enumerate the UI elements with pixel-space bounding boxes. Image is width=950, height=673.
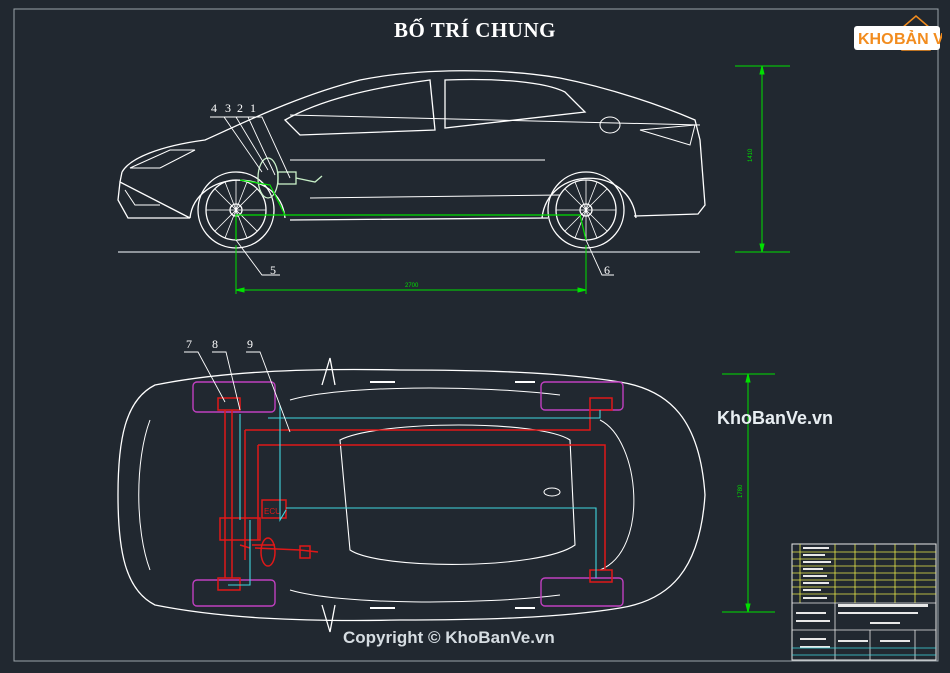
- width-value: 1780: [738, 484, 744, 498]
- drawing-frame: [13, 8, 939, 662]
- width-dimension: [722, 373, 775, 613]
- ecu-box: [261, 499, 287, 519]
- logo-prefix: KHO: [858, 31, 894, 48]
- rear-wheel-arch: [541, 177, 637, 219]
- top-leaders: [184, 351, 291, 433]
- part-number-7: 7: [186, 337, 192, 351]
- part-number-5: 5: [270, 263, 276, 277]
- brake-booster-side: [257, 157, 323, 199]
- part-number-1: 1: [250, 101, 256, 115]
- part-number-2: 2: [237, 101, 243, 115]
- height-dimension: [735, 65, 790, 253]
- watermark-text: KhoBanVe.vn: [717, 408, 834, 428]
- rear-wheel: [547, 171, 625, 249]
- wheel-box-front-right: [192, 579, 276, 607]
- wheelbase-dimension: [235, 245, 587, 294]
- part-number-8: 8: [212, 337, 218, 351]
- mirror-left: [321, 357, 336, 386]
- ecu-label: ECU: [264, 507, 281, 516]
- brake-booster-top: [260, 537, 276, 567]
- brake-lines: [217, 397, 613, 591]
- abs-modulator: [219, 517, 261, 541]
- wheelbase-value: 2700: [405, 283, 419, 289]
- copyright-text: Copyright © KhoBanVe.vn: [343, 628, 555, 647]
- car-side-windows: [283, 78, 587, 136]
- wheel-box-rear-left: [540, 381, 624, 411]
- part-number-9: 9: [247, 337, 253, 351]
- logo-suffix: BẢN VẼ: [894, 28, 942, 48]
- part-number-6: 6: [604, 263, 610, 277]
- side-brake-lines: [235, 179, 587, 241]
- mirror-right: [321, 604, 336, 633]
- part-number-4: 4: [211, 101, 217, 115]
- drawing-title: BỐ TRÍ CHUNG: [394, 18, 556, 42]
- top-view: [117, 357, 706, 633]
- side-leaders: [210, 116, 614, 276]
- signal-lines: [228, 405, 601, 586]
- car-side-body: [117, 70, 706, 221]
- title-block: [791, 543, 937, 661]
- side-view: [117, 70, 706, 253]
- part-number-3: 3: [225, 101, 231, 115]
- car-top-body: [117, 368, 706, 622]
- khobanve-logo: KHO BẢN VẼ: [854, 15, 942, 51]
- wheel-box-rear-right: [540, 577, 624, 607]
- car-top-roof: [339, 424, 576, 565]
- height-value: 1410: [748, 148, 754, 162]
- wheel-box-front-left: [192, 381, 276, 413]
- wheel-boxes: [192, 381, 624, 607]
